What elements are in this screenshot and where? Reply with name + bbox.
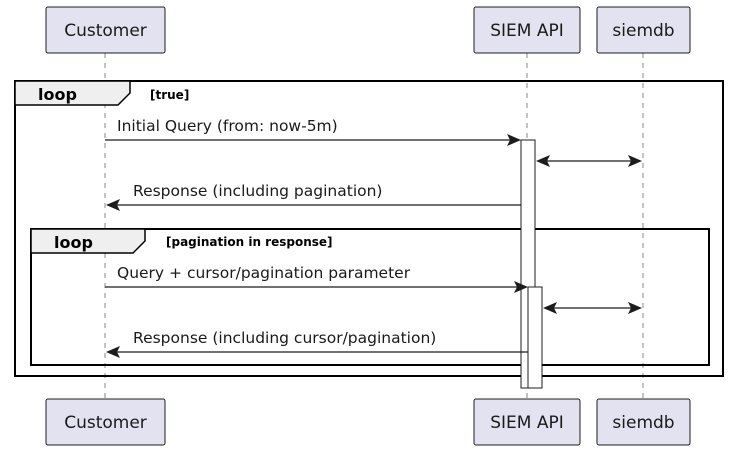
participant-siem-api-label: SIEM API (490, 21, 564, 41)
arrow-head-left (106, 199, 120, 211)
participant-siem-api-label: SIEM API (490, 413, 564, 433)
loop-frame-outer-border (14, 80, 724, 377)
message-response-pagination-label: Response (including pagination) (133, 182, 382, 200)
participant-siemdb-label: siemdb (612, 21, 674, 41)
message-query-cursor: Query + cursor/pagination parameter (105, 264, 528, 293)
participant-box (473, 6, 581, 54)
message-initial-query-label: Initial Query (from: now-5m) (117, 117, 338, 135)
arrow-head-right (628, 155, 642, 167)
arrow-head-left (543, 302, 557, 314)
message-query-cursor-label: Query + cursor/pagination parameter (117, 264, 411, 282)
message-response-cursor-label: Response (including cursor/pagination) (133, 329, 436, 347)
participant-siemdb-top: siemdb (596, 6, 691, 54)
participant-customer-top: Customer (45, 6, 166, 54)
participant-siemdb-bottom: siemdb (596, 398, 691, 446)
arrow-head-right (628, 302, 642, 314)
participant-box (45, 398, 166, 446)
participant-box (596, 6, 691, 54)
message-db-exchange-1 (536, 155, 642, 167)
participant-customer-bottom: Customer (45, 398, 166, 446)
arrow-head-right (507, 134, 521, 146)
loop-frame-inner-keyword: loop (54, 233, 93, 252)
loop-frame-inner: loop [pagination in response] (30, 228, 710, 366)
loop-frame-outer-keyword: loop (38, 85, 77, 104)
arrow-head-left (106, 346, 120, 358)
loop-frame-inner-tab (30, 228, 146, 254)
participant-customer-label: Customer (64, 413, 147, 433)
message-response-pagination: Response (including pagination) (106, 182, 521, 211)
message-initial-query: Initial Query (from: now-5m) (105, 117, 521, 146)
loop-frame-inner-border (30, 228, 710, 366)
participant-siemdb-label: siemdb (612, 413, 674, 433)
loop-frame-outer: loop [true] (14, 80, 724, 377)
participant-box (45, 6, 166, 54)
loop-frame-outer-tab (14, 80, 131, 106)
loop-frame-inner-guard: [pagination in response] (166, 235, 333, 249)
participant-box (473, 398, 581, 446)
participant-siem-api-bottom: SIEM API (473, 398, 581, 446)
message-response-cursor: Response (including cursor/pagination) (106, 329, 528, 358)
participant-siem-api-top: SIEM API (473, 6, 581, 54)
message-db-exchange-2 (543, 302, 642, 314)
loop-frame-outer-guard: [true] (150, 88, 189, 102)
arrow-head-left (536, 155, 550, 167)
participant-box (596, 398, 691, 446)
arrow-head-right (514, 281, 528, 293)
activation-bar-siem-api-inner (527, 286, 543, 389)
participant-customer-label: Customer (64, 21, 147, 41)
